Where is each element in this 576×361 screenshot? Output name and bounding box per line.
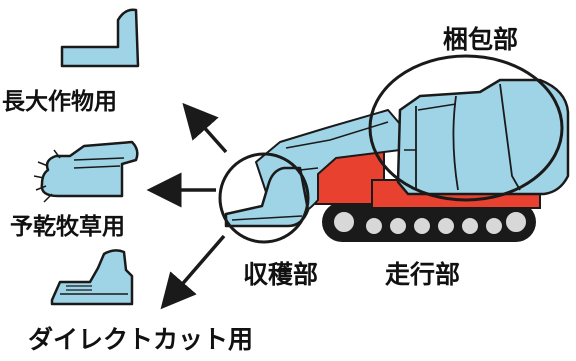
label-traveling-section: 走行部 bbox=[385, 260, 461, 289]
direct-cut-attachment-icon bbox=[50, 249, 134, 306]
harvesting-head bbox=[224, 166, 310, 228]
long-crop-attachment-icon bbox=[60, 8, 140, 68]
arrow-to-direct-cut bbox=[160, 234, 226, 310]
label-harvesting-section: 収穫部 bbox=[243, 260, 319, 289]
baler-unit bbox=[396, 78, 570, 196]
label-packing-section: 梱包部 bbox=[443, 25, 519, 54]
direction-arrows bbox=[146, 102, 228, 310]
packing-callout-ellipse bbox=[368, 54, 564, 202]
label-long-crop: 長大作物用 bbox=[2, 89, 117, 115]
label-direct-cut: ダイレクトカット用 bbox=[28, 325, 254, 354]
crawler-track bbox=[322, 202, 536, 242]
harvesting-callout-circle bbox=[218, 152, 310, 244]
label-pre-dried: 予乾牧草用 bbox=[10, 214, 125, 240]
pre-dried-attachment-icon bbox=[33, 140, 139, 203]
arrow-to-long-crop bbox=[182, 102, 228, 154]
